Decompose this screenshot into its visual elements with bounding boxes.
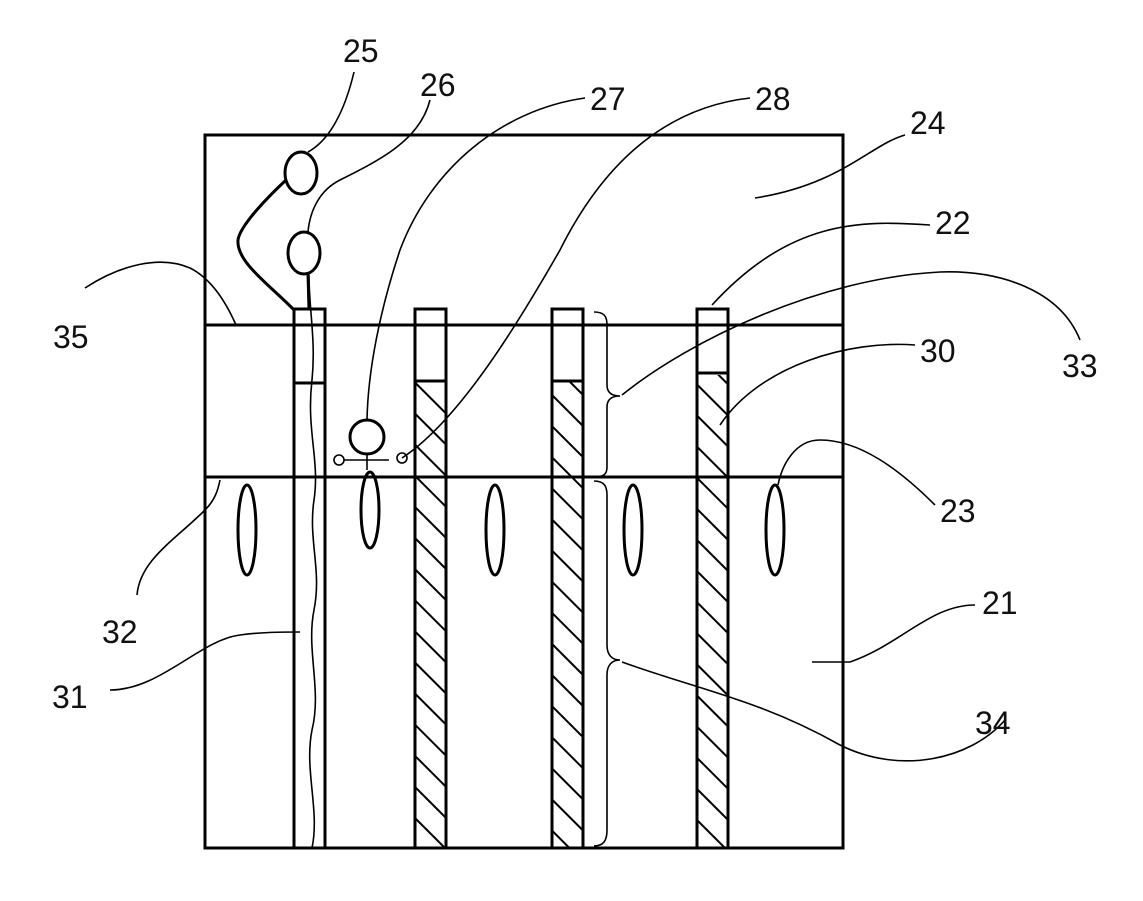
label-33: 33 bbox=[1062, 348, 1098, 384]
leader-32 bbox=[137, 480, 220, 595]
leader-22 bbox=[712, 223, 930, 305]
tether-25 bbox=[238, 180, 294, 310]
tether-26 bbox=[308, 274, 309, 309]
oval-2 bbox=[486, 485, 504, 575]
label-24: 24 bbox=[910, 105, 946, 141]
oval-1 bbox=[238, 485, 256, 575]
label-31: 31 bbox=[52, 679, 88, 715]
leader-21 bbox=[812, 605, 975, 662]
leader-25 bbox=[308, 72, 354, 152]
brace-34 bbox=[594, 481, 620, 846]
label-30: 30 bbox=[920, 333, 956, 369]
label-34: 34 bbox=[975, 705, 1011, 741]
column-2 bbox=[415, 309, 446, 848]
label-35: 35 bbox=[53, 319, 89, 355]
outer-box bbox=[205, 135, 843, 848]
brace-33 bbox=[594, 312, 620, 477]
balloon-25 bbox=[285, 152, 317, 194]
label-32: 32 bbox=[102, 614, 138, 650]
label-28: 28 bbox=[755, 81, 791, 117]
leader-33 bbox=[622, 272, 1080, 395]
label-26: 26 bbox=[420, 67, 456, 103]
oval-3 bbox=[624, 485, 642, 575]
column-3 bbox=[552, 309, 583, 848]
oval-4 bbox=[766, 485, 784, 575]
leader-35 bbox=[85, 262, 236, 325]
leader-23 bbox=[778, 440, 935, 505]
label-21: 21 bbox=[982, 585, 1018, 621]
balloon-26 bbox=[288, 232, 320, 274]
leader-30 bbox=[720, 344, 915, 425]
leader-26 bbox=[308, 100, 430, 232]
wavy-fiber-31 bbox=[309, 275, 317, 848]
label-23: 23 bbox=[940, 493, 976, 529]
leader-34 bbox=[622, 662, 1005, 761]
column-4 bbox=[697, 309, 728, 848]
label-25: 25 bbox=[343, 33, 379, 69]
leader-24 bbox=[755, 135, 905, 198]
creature-27 bbox=[334, 420, 407, 548]
label-22: 22 bbox=[935, 205, 971, 241]
label-27: 27 bbox=[590, 81, 626, 117]
